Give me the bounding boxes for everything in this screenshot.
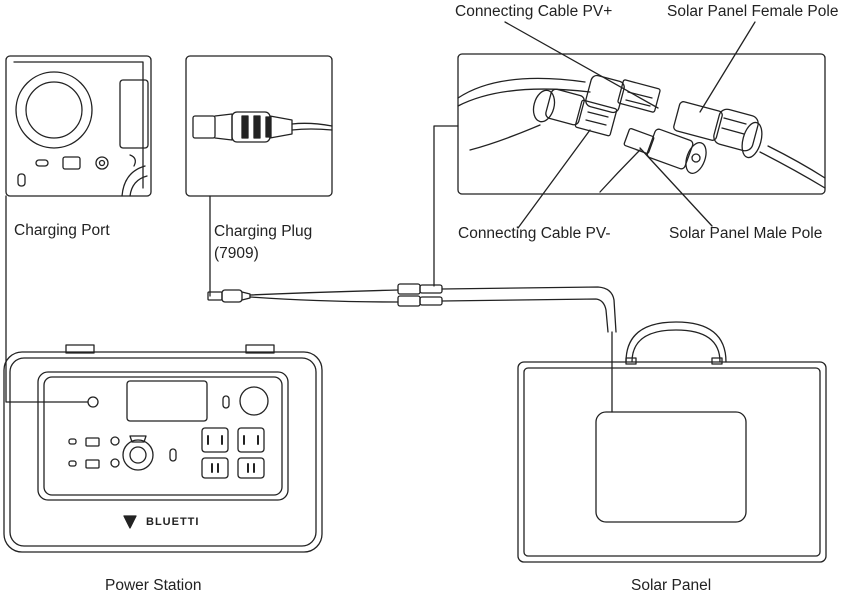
label-solar-panel: Solar Panel	[631, 577, 712, 594]
label-solar-panel-male-pole: Solar Panel Male Pole	[669, 225, 823, 242]
label-power-station: Power Station	[105, 577, 202, 594]
label-solar-panel-female-pole: Solar Panel Female Pole	[667, 3, 839, 20]
label-connecting-cable-pv-plus: Connecting Cable PV+	[455, 3, 613, 20]
label-charging-plug-model: (7909)	[214, 245, 259, 262]
charging-plug-detail	[185, 55, 333, 197]
charging-port-detail	[5, 55, 152, 197]
solar-panel-device	[517, 321, 827, 563]
label-charging-plug: Charging Plug	[214, 223, 313, 240]
connectors-detail	[457, 53, 826, 195]
brand-logo-text: BLUETTI	[146, 516, 200, 528]
wiring	[5, 125, 617, 413]
power-station	[3, 344, 323, 553]
leader-lines	[504, 21, 756, 229]
label-connecting-cable-pv-minus: Connecting Cable PV-	[458, 225, 611, 242]
label-charging-port: Charging Port	[14, 222, 110, 239]
